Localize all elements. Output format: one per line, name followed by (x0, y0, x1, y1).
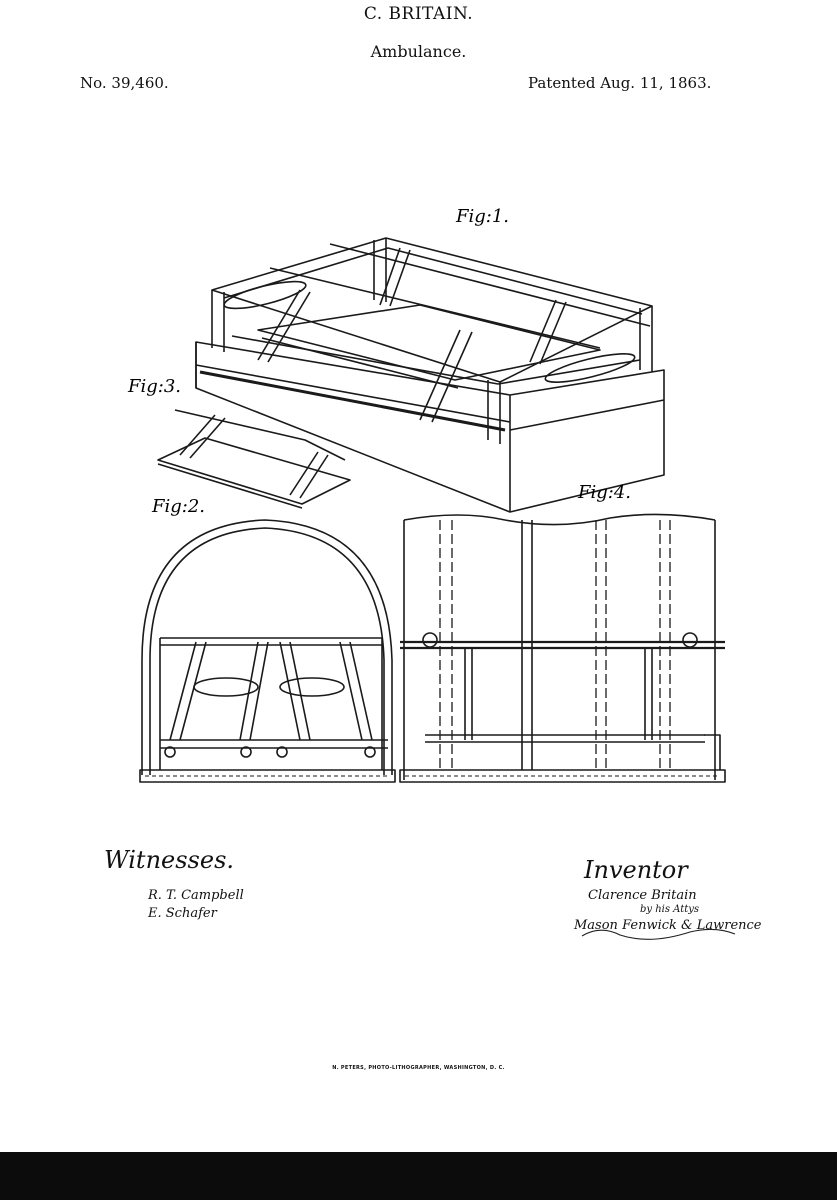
fig2-label: Fig:2. (151, 496, 205, 517)
lithographer-credit: N. PETERS, PHOTO-LITHOGRAPHER, WASHINGTO… (332, 1065, 505, 1071)
inventor-name: C. BRITAIN. (363, 4, 474, 24)
inventor-heading: Inventor (584, 856, 688, 884)
patent-number: No. 39,460. (80, 74, 169, 92)
fig4-drawing (399, 513, 726, 783)
fig2-drawing (139, 519, 396, 783)
fig3-drawing (157, 409, 351, 509)
attorney-line-1: by his Attys (640, 904, 700, 915)
patent-date: Patented Aug. 11, 1863. (528, 74, 712, 92)
witness-signature-1: R. T. Campbell (148, 888, 244, 903)
attorney-line-2: Mason Fenwick & Lawrence (574, 918, 762, 933)
signature-flourishes (581, 928, 736, 940)
witness-signature-2: E. Schafer (148, 906, 217, 921)
witnesses-heading: Witnesses. (104, 846, 235, 874)
scan-border (0, 1152, 837, 1200)
inventor-signature: Clarence Britain (588, 888, 697, 903)
fig1-drawing (195, 237, 665, 513)
patent-title: Ambulance. (370, 42, 467, 61)
fig3-label: Fig:3. (127, 376, 181, 397)
fig4-label: Fig:4. (577, 482, 631, 503)
fig1-label: Fig:1. (455, 206, 509, 227)
